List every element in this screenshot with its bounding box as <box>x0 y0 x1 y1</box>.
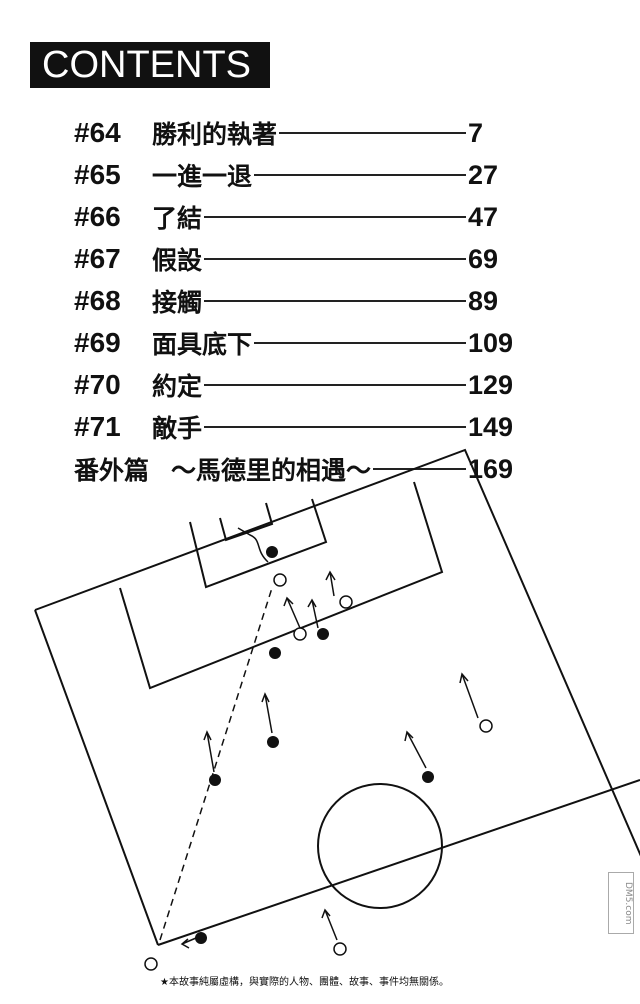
chapter-title: 一進一退 <box>152 162 253 191</box>
extra-label: 番外篇 <box>74 456 150 485</box>
toc-entry[interactable]: #68 接觸 89 <box>74 280 514 322</box>
chapter-number: #68 <box>74 285 121 316</box>
watermark-logo: DM5.com <box>608 872 634 934</box>
contents-title: CONTENTS <box>30 42 270 88</box>
player-light <box>479 719 493 733</box>
chapter-page: 129 <box>468 369 514 400</box>
chapter-page: 109 <box>468 327 514 358</box>
chapter-number: #69 <box>74 327 121 358</box>
goal <box>219 502 274 542</box>
player-dark <box>266 546 278 558</box>
chapter-number: #70 <box>74 369 121 400</box>
player-light <box>293 627 307 641</box>
leader-line <box>204 300 466 302</box>
chapter-page: 149 <box>468 411 514 442</box>
extra-page: 169 <box>468 453 514 484</box>
toc-entry[interactable]: #67 假設 69 <box>74 238 514 280</box>
toc-entry[interactable]: #66 了結 47 <box>74 196 514 238</box>
chapter-number: #67 <box>74 243 121 274</box>
toc-entry[interactable]: #65 一進一退 27 <box>74 154 514 196</box>
toc-entry-extra[interactable]: 番外篇 ～馬德里的相遇～ 169 <box>74 448 514 490</box>
player-light <box>273 573 287 587</box>
leader-line <box>204 426 466 428</box>
shot-path <box>237 527 269 563</box>
center-circle <box>317 783 443 909</box>
chapter-page: 47 <box>468 201 499 232</box>
chapter-title: 面具底下 <box>152 330 253 359</box>
player-dark <box>209 774 221 786</box>
leader-line <box>204 216 466 218</box>
chapter-title: 接觸 <box>152 288 203 317</box>
chapter-page: 27 <box>468 159 499 190</box>
leader-line <box>204 384 466 386</box>
chapter-title: 敵手 <box>152 414 203 443</box>
chapter-number: #65 <box>74 159 121 190</box>
toc-entry[interactable]: #71 敵手 149 <box>74 406 514 448</box>
chapter-number: #71 <box>74 411 121 442</box>
halfway-line <box>157 779 640 946</box>
chapter-page: 69 <box>468 243 499 274</box>
leader-line <box>373 468 466 470</box>
toc-entry[interactable]: #64 勝利的執著 7 <box>74 112 514 154</box>
chapter-title: 假設 <box>152 246 203 275</box>
chapter-title: 勝利的執著 <box>152 120 278 149</box>
leader-line <box>204 258 466 260</box>
player-dark <box>422 771 434 783</box>
players <box>144 546 493 971</box>
chapter-title: 約定 <box>152 372 203 401</box>
leader-line <box>254 174 466 176</box>
player-dark <box>317 628 329 640</box>
player-light <box>333 942 347 956</box>
player-light <box>339 595 353 609</box>
pass-dashed-line <box>159 587 273 941</box>
chapter-number: #66 <box>74 201 121 232</box>
toc-entry[interactable]: #69 面具底下 109 <box>74 322 514 364</box>
chapter-title: 了結 <box>152 204 203 233</box>
chapter-number: #64 <box>74 117 121 148</box>
player-light <box>144 957 158 971</box>
toc-entry[interactable]: #70 約定 129 <box>74 364 514 406</box>
table-of-contents: #64 勝利的執著 7 #65 一進一退 27 #66 了結 47 #67 假設 69 #68 接… <box>74 112 514 490</box>
chapter-page: 7 <box>468 117 484 148</box>
player-dark <box>195 932 207 944</box>
player-dark <box>269 647 281 659</box>
goal-area <box>189 498 328 589</box>
extra-title: ～馬德里的相遇～ <box>171 456 372 485</box>
player-dark <box>267 736 279 748</box>
disclaimer: ★本故事純屬虛構，與實際的人物、團體、故事、事件均無關係。 <box>160 977 449 988</box>
movement-arrows <box>180 570 479 949</box>
chapter-page: 89 <box>468 285 499 316</box>
leader-line <box>279 132 466 134</box>
leader-line <box>254 342 466 344</box>
pitch-outline <box>34 448 640 946</box>
